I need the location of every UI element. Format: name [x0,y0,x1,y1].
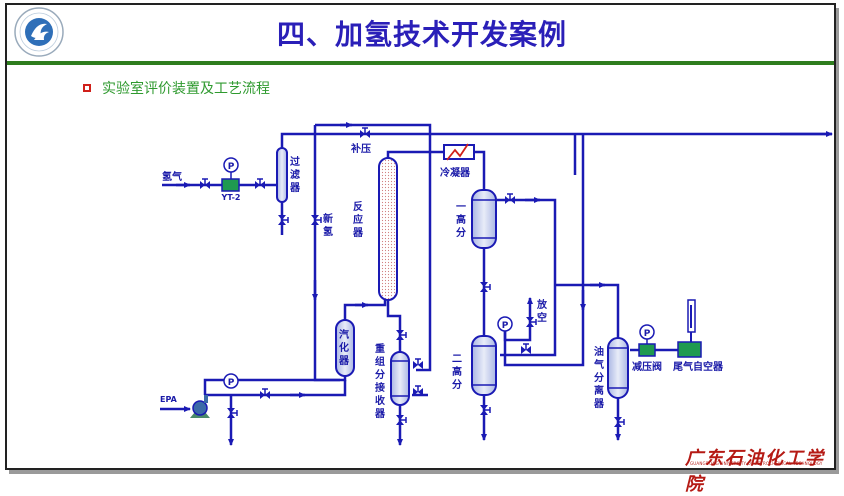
svg-text:重: 重 [375,342,385,355]
svg-text:高: 高 [456,213,466,226]
label-epa: EPA [160,395,178,404]
svg-text:离: 离 [594,384,604,397]
valve-icon [479,404,491,416]
svg-text:二: 二 [452,353,462,365]
section-subtitle: 实验室评价装置及工艺流程 [102,81,270,97]
slide-shadow-right [836,8,839,474]
vaporizer-vessel [335,319,355,377]
svg-text:滤: 滤 [290,168,300,181]
svg-text:器: 器 [352,227,364,239]
condenser-coil-icon [446,143,469,161]
valve-icon [525,316,537,328]
reactor-vessel [378,157,398,301]
valve-icon [359,127,371,139]
valve-icon [479,281,491,293]
svg-text:高: 高 [452,365,462,378]
label-yt2: YT-2 [221,193,241,202]
svg-text:器: 器 [593,398,605,410]
valve-icon [412,358,424,370]
pipe-return-loop [315,123,432,372]
svg-text:P: P [228,162,235,172]
square-bullet-icon [83,84,91,92]
heavy-component-receiver [390,351,410,406]
svg-text:过: 过 [290,155,300,168]
valve-icon [613,416,625,428]
svg-text:油: 油 [594,345,604,358]
valve-icon [226,407,238,419]
school-name-en: GUANGDONG UNIVERSITY OF PETROCHEMICAL TE… [690,461,823,466]
valve-icon [259,388,271,400]
label-hydrogen: 氢气 [162,170,182,183]
svg-text:器: 器 [374,408,386,420]
label-oil-gas-separator: 油 气 分 离 器 [593,345,605,410]
label-pressure-reducer: 减压阀 [632,360,662,373]
valve-icon [395,329,407,341]
label-vaporizer: 汽 化 器 [338,328,350,367]
svg-text:器: 器 [289,182,301,194]
label-vent: 放 空 [536,298,548,324]
school-name-cn: 广东石油化工学院 [685,448,825,495]
pressure-gauge-icon [639,324,655,340]
valve-icon [395,414,407,426]
flow-meter-yt2 [221,178,240,192]
label-tail-gas: 尾气自空器 [673,360,724,373]
pressure-gauge-icon [223,157,239,173]
svg-text:组: 组 [375,355,385,368]
svg-text:空: 空 [537,311,547,324]
svg-text:化: 化 [339,341,349,354]
tail-gas-device [677,341,702,358]
svg-text:P: P [502,321,509,331]
university-logo-icon [14,7,64,57]
svg-text:分: 分 [375,368,385,381]
svg-text:气: 气 [593,358,604,371]
label-heavy-receiver: 重 组 分 接 收 器 [374,342,386,420]
svg-text:分: 分 [456,226,466,239]
label-reactor: 反 应 器 [352,200,364,239]
svg-text:一: 一 [456,202,466,213]
svg-text:新: 新 [323,212,333,225]
pressure-gauge-icon [223,373,239,389]
label-make-up-pressure: 补压 [350,142,371,155]
svg-text:器: 器 [338,355,350,367]
valve-icon [199,178,211,190]
svg-text:汽: 汽 [339,328,349,341]
valve-icon [520,343,532,355]
svg-text:放: 放 [536,298,548,311]
oil-gas-separator [607,337,629,399]
pump-icon [190,395,210,418]
svg-text:反: 反 [353,200,363,213]
valve-icon [504,193,516,205]
svg-text:收: 收 [375,394,385,407]
hp-separator-1 [471,189,497,249]
svg-text:氢: 氢 [323,225,333,238]
header-divider [7,61,834,65]
pressure-gauge-icon [497,316,513,332]
slide-shadow [9,470,838,474]
hp-separator-2 [471,335,497,396]
svg-text:接: 接 [375,381,385,394]
pipes [160,122,833,446]
filter-vessel [276,147,288,203]
label-new-hydrogen: 新 氢 [323,212,333,238]
svg-text:P: P [228,378,235,388]
label-filter: 过 滤 器 [289,155,301,194]
pressure-reducing-valve [638,343,656,357]
page-title: 四、加氢技术开发案例 [276,18,567,51]
process-flow-diagram: P YT-2 氢气 过 滤 器 新 氢 补压 反 应 器 冷凝器 一 高 分 二… [160,122,833,446]
valve-icon [277,214,289,226]
label-condenser: 冷凝器 [440,166,471,179]
svg-text:应: 应 [353,213,363,226]
valve-icon [254,178,266,190]
svg-text:P: P [644,329,651,339]
valve-icon [310,214,322,226]
label-hp-separator-2: 二 高 分 [452,353,462,391]
label-hp-separator-1: 一 高 分 [456,202,466,239]
svg-text:分: 分 [594,371,604,384]
svg-text:分: 分 [452,378,462,391]
